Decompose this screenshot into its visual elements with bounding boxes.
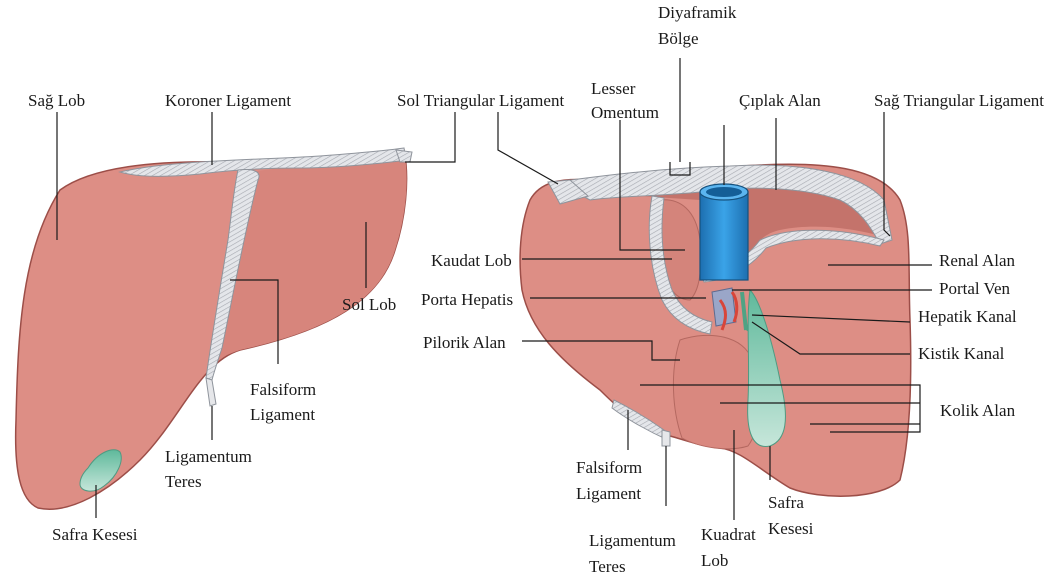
label-kuadrat: Kuadrat [701,525,756,544]
label-ligament: Ligament [250,405,315,424]
label-portal-ven: Portal Ven [939,279,1010,298]
label-falsiform: Falsiform [250,380,316,399]
label-kaudat-lob: Kaudat Lob [431,251,512,270]
vena-cava-shape [700,192,748,280]
label-safra: Safra [768,493,804,512]
label-teres: Teres [165,472,202,491]
label-omentum: Omentum [591,103,659,122]
label-lob: Lob [701,551,728,570]
visceral-liver-view: Diyaframik Bölge Lesser Omentum Çıplak A… [421,3,1044,576]
label-diyaframik: Diyaframik [658,3,737,22]
label-lesser: Lesser [591,79,636,98]
label-kolik-alan: Kolik Alan [940,401,1016,420]
label-teres-right: Teres [589,557,626,576]
anterior-liver-view: Sağ Lob Koroner Ligament Sol Triangular … [16,91,565,544]
label-koroner-ligament: Koroner Ligament [165,91,291,110]
label-ligament-right: Ligament [576,484,641,503]
label-safra-kesesi: Safra Kesesi [52,525,138,544]
quadrate-lobe-shape [673,335,758,448]
label-kesesi: Kesesi [768,519,814,538]
label-porta-hepatis: Porta Hepatis [421,290,513,309]
label-sol-lob: Sol Lob [342,295,396,314]
vena-cava-opening [706,187,742,197]
ligamentum-teres-shape [206,378,216,406]
label-sag-lob: Sağ Lob [28,91,85,110]
label-ciplak-alan: Çıplak Alan [739,91,821,110]
label-ligamentum-right: Ligamentum [589,531,676,550]
label-hepatik-kanal: Hepatik Kanal [918,307,1017,326]
ligamentum-teres-lower [662,430,670,446]
label-kistik-kanal: Kistik Kanal [918,344,1005,363]
label-falsiform-right: Falsiform [576,458,642,477]
label-sag-triangular-ligament: Sağ Triangular Ligament [874,91,1044,110]
label-renal-alan: Renal Alan [939,251,1016,270]
label-ligamentum: Ligamentum [165,447,252,466]
label-bolge: Bölge [658,29,699,48]
label-sol-triangular-ligament: Sol Triangular Ligament [397,91,564,110]
label-pilorik-alan: Pilorik Alan [423,333,506,352]
